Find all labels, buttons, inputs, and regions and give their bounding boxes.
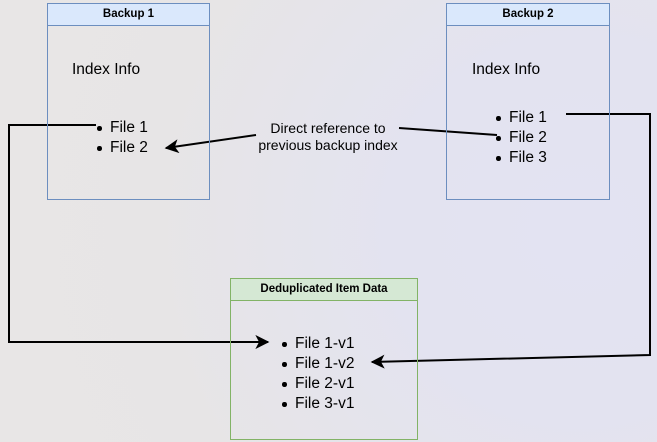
backup-1-body: Index Info File 1 File 2 — [48, 26, 209, 199]
backup-2-node[interactable]: Backup 2 Index Info File 1 File 2 File 3 — [446, 3, 610, 200]
edge-backup2-to-dedup — [370, 113, 651, 369]
deduplicated-item-data-body: File 1-v1 File 1-v2 File 2-v1 File 3-v1 — [231, 301, 417, 439]
backup-1-node[interactable]: Backup 1 Index Info File 1 File 2 — [47, 3, 210, 200]
backup-2-file-list: File 1 File 2 File 3 — [495, 108, 547, 168]
deduplicated-item-data-node[interactable]: Deduplicated Item Data File 1-v1 File 1-… — [230, 278, 418, 440]
list-item: File 2 — [96, 138, 148, 158]
direct-reference-annotation: Direct reference to previous backup inde… — [258, 120, 398, 153]
list-item: File 3 — [495, 148, 547, 168]
edge-backup2-to-backup1-right-segment — [398, 127, 498, 136]
backup-1-header: Backup 1 — [48, 4, 209, 26]
list-item: File 1-v2 — [281, 354, 354, 374]
backup-2-header: Backup 2 — [447, 4, 609, 26]
backup-1-index-label: Index Info — [72, 61, 141, 78]
backup-2-index-label: Index Info — [472, 61, 541, 78]
dedup-file-list: File 1-v1 File 1-v2 File 2-v1 File 3-v1 — [281, 334, 354, 414]
edge-backup1-to-dedup — [8, 124, 270, 349]
edge-backup2-to-backup1-left-segment — [164, 134, 257, 154]
list-item: File 1 — [495, 108, 547, 128]
list-item: File 2 — [495, 128, 547, 148]
deduplicated-item-data-header: Deduplicated Item Data — [231, 279, 417, 301]
backup-2-body: Index Info File 1 File 2 File 3 — [447, 26, 609, 199]
list-item: File 2-v1 — [281, 374, 354, 394]
backup-1-file-list: File 1 File 2 — [96, 118, 148, 158]
list-item: File 3-v1 — [281, 394, 354, 414]
list-item: File 1 — [96, 118, 148, 138]
list-item: File 1-v1 — [281, 334, 354, 354]
